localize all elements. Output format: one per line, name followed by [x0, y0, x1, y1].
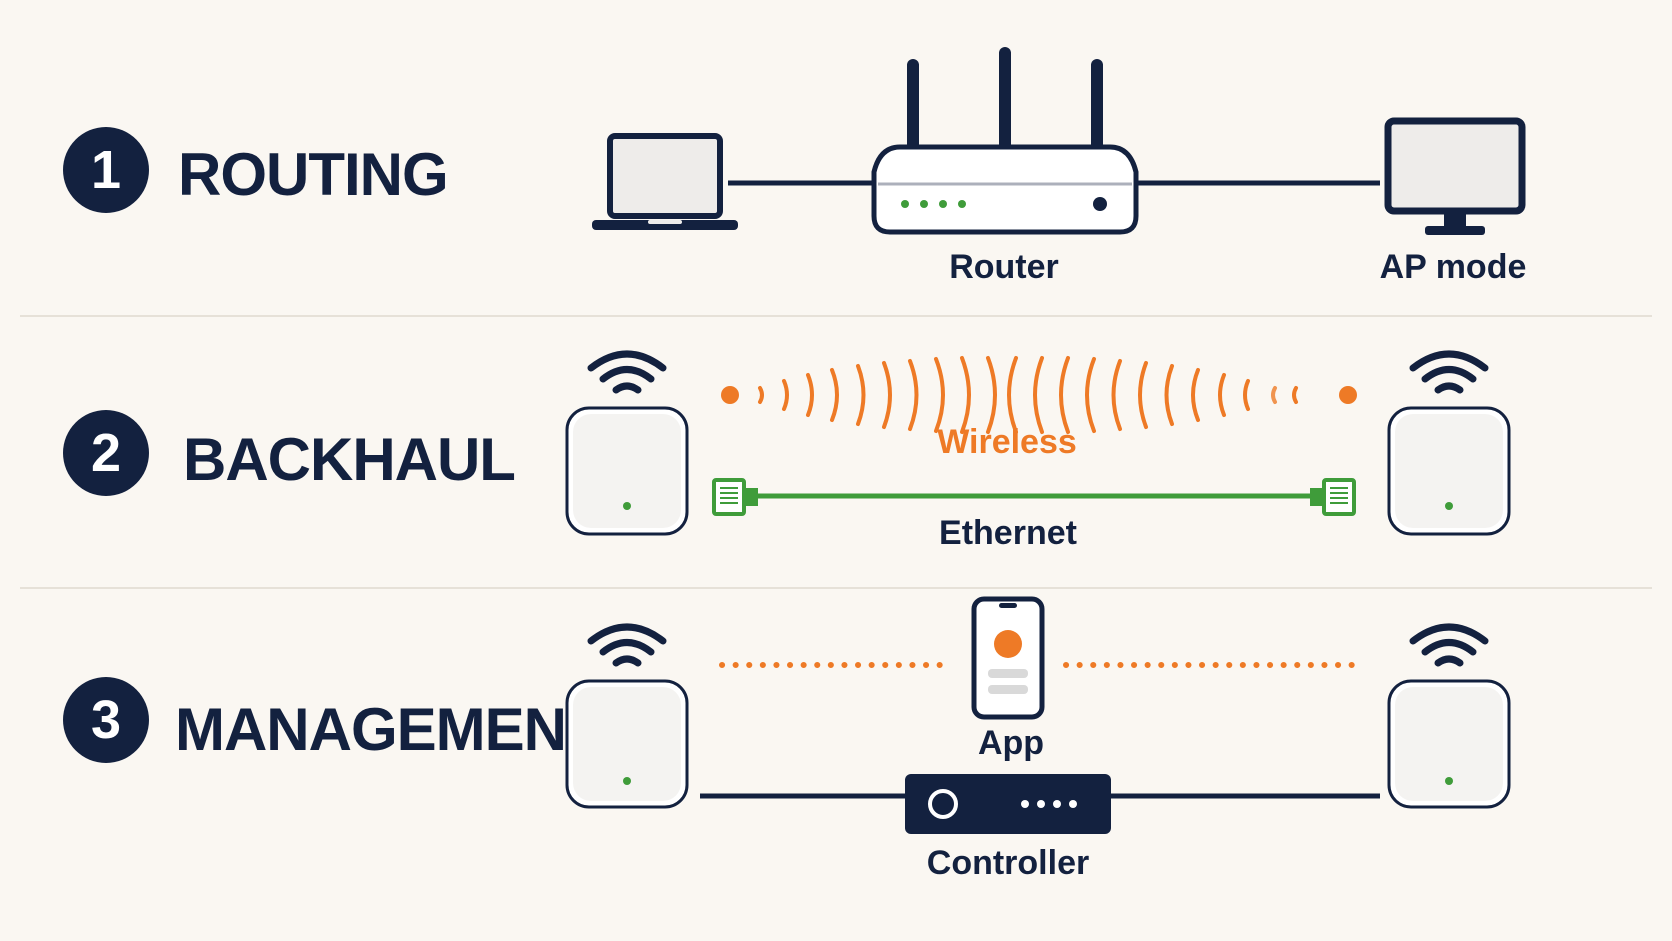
step-badge-2: 2	[63, 410, 149, 496]
step-title-routing: ROUTING	[178, 141, 449, 208]
access-point-icon	[565, 406, 689, 536]
step-badge-1: 1	[63, 127, 149, 213]
app-label: App	[977, 724, 1045, 762]
access-point-icon	[1387, 679, 1511, 809]
ethernet-plug-icon	[1310, 478, 1356, 516]
access-point-icon	[565, 679, 689, 809]
section-backhaul: 2 BACKHAUL	[63, 350, 1511, 552]
step-title-backhaul: BACKHAUL	[183, 426, 516, 493]
divider-1	[20, 315, 1652, 317]
controller-label: Controller	[926, 844, 1090, 882]
laptop-icon	[592, 133, 738, 230]
wireless-label: Wireless	[937, 423, 1077, 461]
phone-app-icon	[971, 596, 1045, 720]
wifi-icon	[587, 623, 667, 667]
wireless-signal-waves	[721, 356, 1357, 434]
ap-mode-label: AP mode	[1379, 248, 1527, 286]
router-icon	[871, 47, 1139, 235]
controller-icon	[905, 774, 1111, 834]
step-badge-3: 3	[63, 677, 149, 763]
ethernet-cable	[750, 493, 1312, 499]
access-point-icon	[1387, 406, 1511, 536]
monitor-icon	[1384, 117, 1526, 235]
router-label: Router	[949, 248, 1059, 286]
divider-2	[20, 587, 1652, 589]
wifi-icon	[587, 350, 667, 394]
routing-connection-lines	[728, 180, 1380, 186]
section-routing: 1 ROUTING	[0, 0, 1672, 300]
wifi-icon	[1409, 350, 1489, 394]
wifi-icon	[1409, 623, 1489, 667]
ethernet-label: Ethernet	[939, 514, 1077, 552]
ethernet-plug-icon	[712, 478, 758, 516]
step-title-management: MANAGEMENT	[175, 696, 603, 763]
